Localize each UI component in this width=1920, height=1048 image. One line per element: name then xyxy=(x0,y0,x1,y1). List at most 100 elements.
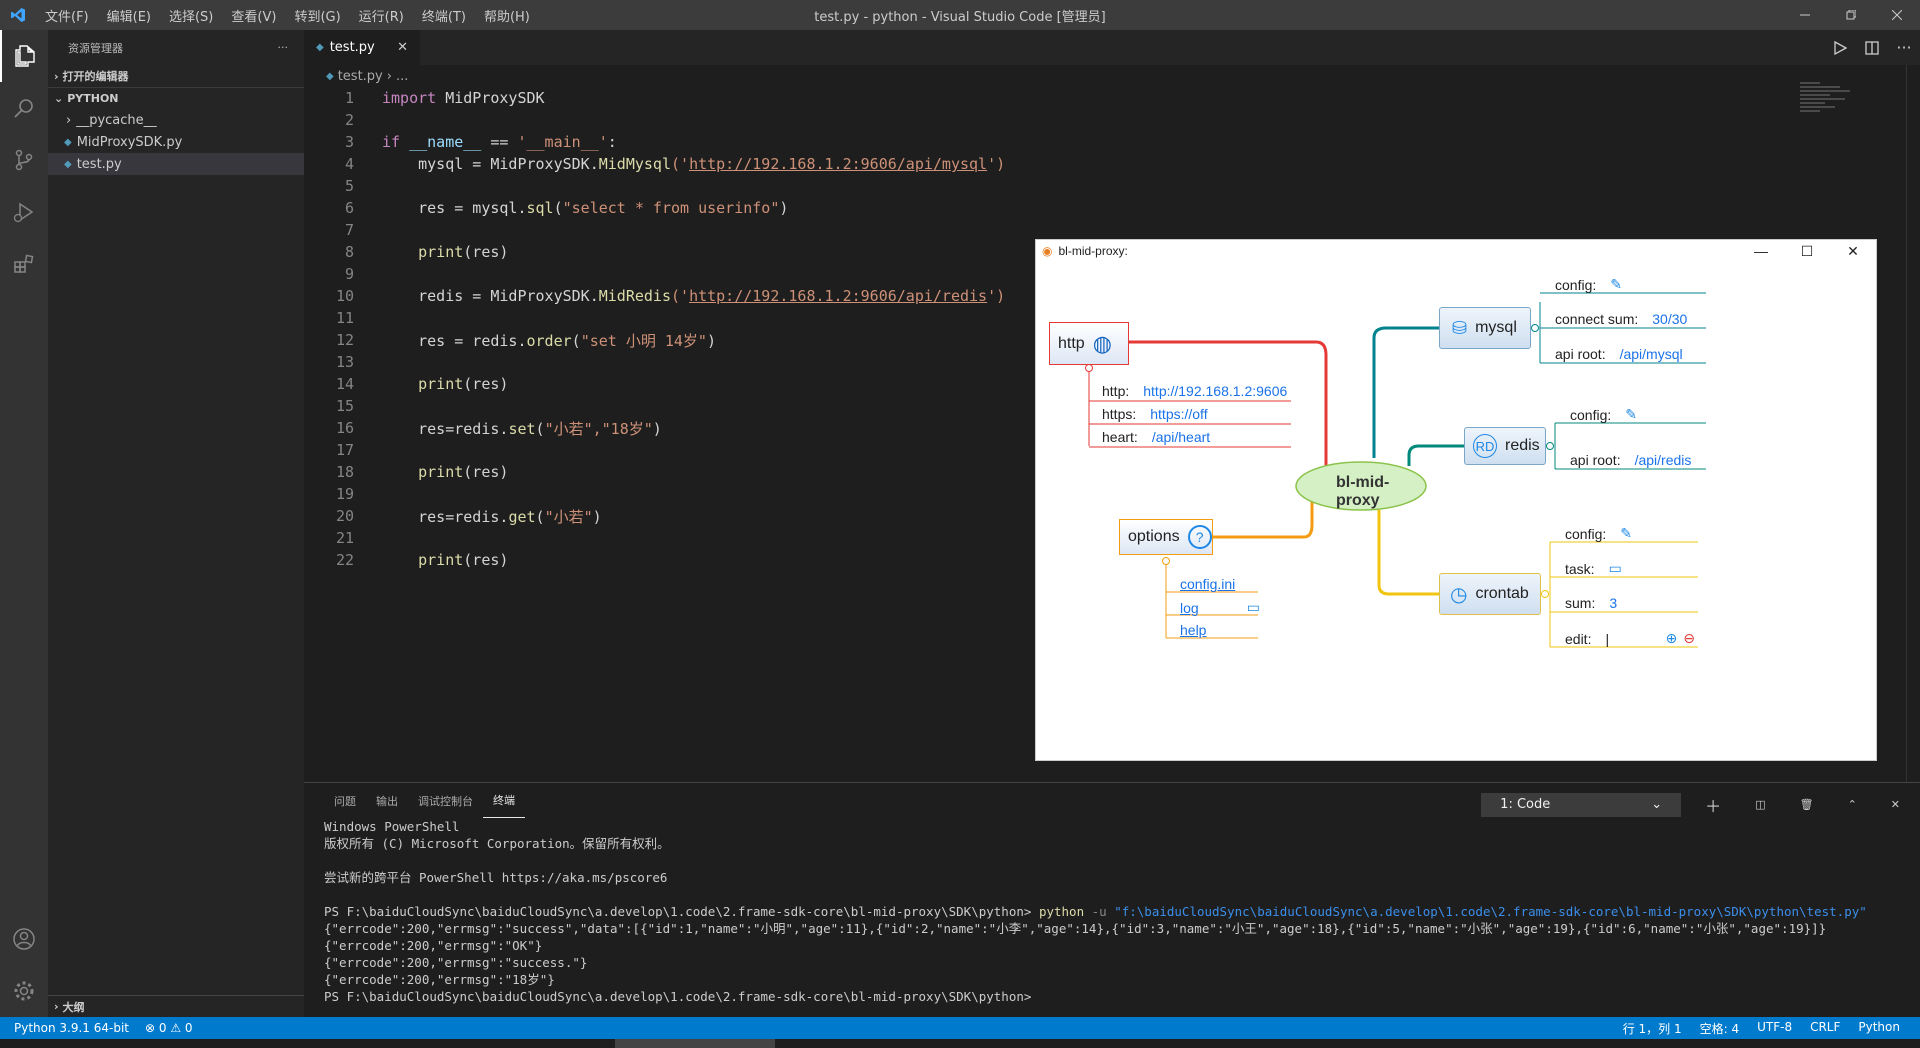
terminal-line: 版权所有 (C) Microsoft Corporation。保留所有权利。 xyxy=(324,836,670,851)
mindmap-minimize-button[interactable]: — xyxy=(1754,243,1768,259)
minimize-button[interactable] xyxy=(1782,0,1828,30)
mindmap-http-item[interactable]: http:http://192.168.1.2:9606 xyxy=(1102,383,1288,399)
chevron-right-icon: › xyxy=(66,112,72,128)
menu-view[interactable]: 查看(V) xyxy=(231,9,277,25)
menu-file[interactable]: 文件(F) xyxy=(45,9,89,25)
tree-item-midproxysdk[interactable]: ◆ MidProxySDK.py xyxy=(48,131,304,153)
more-actions-icon[interactable]: ··· xyxy=(277,41,289,54)
mindmap-crontab-sum[interactable]: sum:3 xyxy=(1565,595,1618,611)
mindmap-redis-config[interactable]: config:✎ xyxy=(1570,406,1637,423)
account-icon[interactable] xyxy=(0,913,48,965)
split-editor-icon[interactable] xyxy=(1856,40,1888,55)
menu-terminal[interactable]: 终端(T) xyxy=(421,9,466,25)
string: "select * from userinfo" xyxy=(562,199,780,217)
mindmap-crontab-node[interactable]: ◷ crontab xyxy=(1439,573,1541,615)
mindmap-redis-node[interactable]: RD redis xyxy=(1464,427,1546,465)
mindmap-mysql-connect[interactable]: connect sum:30/30 xyxy=(1555,311,1688,327)
folder-icon: ▭ xyxy=(1608,560,1622,576)
run-debug-icon[interactable] xyxy=(0,186,48,238)
breadcrumb-more[interactable]: ... xyxy=(395,68,409,84)
line-number: 8 xyxy=(344,243,354,261)
code-line: 22 print(res) xyxy=(304,549,1644,571)
tab-test-py[interactable]: ◆ test.py ✕ xyxy=(304,30,420,65)
search-icon[interactable] xyxy=(0,82,48,134)
tab-terminal[interactable]: 终端 xyxy=(483,783,525,818)
terminal-output[interactable]: Windows PowerShell 版权所有 (C) Microsoft Co… xyxy=(304,818,1920,1005)
add-terminal-icon[interactable]: ＋ xyxy=(1705,796,1722,816)
mindmap-help-link[interactable]: help xyxy=(1180,622,1207,638)
restore-button[interactable] xyxy=(1828,0,1874,30)
language-mode[interactable]: Python xyxy=(1858,1019,1900,1034)
mindmap-heart-item[interactable]: heart:/api/heart xyxy=(1102,429,1211,445)
trash-icon[interactable]: 🗑 xyxy=(1799,798,1814,811)
mindmap-http-node[interactable]: http ◍ xyxy=(1049,322,1129,365)
close-window-button[interactable] xyxy=(1874,0,1920,30)
close-panel-icon[interactable]: ✕ xyxy=(1890,798,1900,811)
mindmap-log-link[interactable]: log▭ xyxy=(1180,599,1260,616)
outline-section[interactable]: › 大纲 xyxy=(48,995,304,1017)
gear-icon[interactable] xyxy=(0,965,48,1017)
tab-output[interactable]: 输出 xyxy=(376,794,398,808)
line-number: 10 xyxy=(335,287,354,305)
tab-debug-console[interactable]: 调试控制台 xyxy=(418,794,473,808)
tree-item-pycache[interactable]: › __pycache__ xyxy=(48,109,304,131)
tab-problems[interactable]: 问题 xyxy=(334,794,356,808)
source-control-icon[interactable] xyxy=(0,134,48,186)
code-line: 6 res = mysql.sql("select * from userinf… xyxy=(304,197,1644,219)
indentation[interactable]: 空格: 4 xyxy=(1699,1021,1740,1036)
code-line: 11 xyxy=(304,307,1644,329)
folder-section[interactable]: ⌄ PYTHON xyxy=(48,87,304,109)
explorer-icon[interactable] xyxy=(0,30,48,82)
extensions-icon[interactable] xyxy=(0,238,48,290)
mindmap-config-ini-link[interactable]: config.ini xyxy=(1180,576,1236,592)
python-file-icon: ◆ xyxy=(64,158,72,170)
code-line: 10 redis = MidProxySDK.MidRedis('http://… xyxy=(304,285,1644,307)
maximize-panel-icon[interactable]: ⌃ xyxy=(1847,798,1857,811)
line-number: 16 xyxy=(335,419,354,437)
tree-item-test[interactable]: ◆ test.py xyxy=(48,153,304,175)
split-terminal-icon[interactable]: ◫ xyxy=(1755,798,1766,811)
line-ending[interactable]: CRLF xyxy=(1810,1019,1841,1034)
url-string: http://192.168.1.2:9606/api/redis xyxy=(689,287,988,305)
mindmap-maximize-button[interactable]: ☐ xyxy=(1800,242,1814,259)
mindmap-crontab-config[interactable]: config:✎ xyxy=(1565,525,1632,542)
mindmap-redis-root[interactable]: api root:/api/redis xyxy=(1570,452,1692,468)
line-number: 15 xyxy=(335,397,354,415)
code-line: 15 xyxy=(304,395,1644,417)
menu-go[interactable]: 转到(G) xyxy=(294,9,341,25)
open-editors-section[interactable]: › 打开的编辑器 xyxy=(48,65,304,87)
close-tab-icon[interactable]: ✕ xyxy=(397,40,408,55)
line-number: 4 xyxy=(344,155,354,173)
menu-run[interactable]: 运行(R) xyxy=(358,9,404,25)
edit-icon: ✎ xyxy=(1620,525,1632,541)
mindmap-mysql-config[interactable]: config:✎ xyxy=(1555,276,1622,293)
terminal-select[interactable]: 1: Code⌄ xyxy=(1481,792,1682,817)
minimap[interactable] xyxy=(1800,80,1860,140)
menu-edit[interactable]: 编辑(E) xyxy=(106,9,151,25)
breadcrumb-file[interactable]: test.py xyxy=(337,68,383,84)
mindmap-titlebar: ◉ bl-mid-proxy: xyxy=(1036,240,1876,262)
menu-selection[interactable]: 选择(S) xyxy=(168,9,214,25)
mindmap-close-button[interactable]: ✕ xyxy=(1847,242,1859,259)
line-number: 6 xyxy=(344,199,354,217)
mindmap-https-item[interactable]: https:https://off xyxy=(1102,406,1208,422)
horizontal-scrollbar[interactable] xyxy=(0,1039,1920,1048)
editor-scrollbar[interactable] xyxy=(1906,65,1920,782)
more-actions-icon[interactable]: ··· xyxy=(1896,38,1912,57)
mindmap-mysql-node[interactable]: ⛁ mysql xyxy=(1439,307,1531,349)
mindmap-options-node[interactable]: options ? xyxy=(1119,519,1213,555)
clock-icon: ◷ xyxy=(1450,583,1468,606)
mindmap-crontab-edit[interactable]: edit:|⊕⊖ xyxy=(1565,630,1695,647)
mindmap-center-node[interactable]: bl-mid-proxy xyxy=(1336,474,1390,509)
mindmap-crontab-task[interactable]: task:▭ xyxy=(1565,560,1622,577)
mindmap-mysql-root[interactable]: api root:/api/mysql xyxy=(1555,346,1683,362)
python-interpreter[interactable]: Python 3.9.1 64-bit xyxy=(14,1021,130,1035)
remove-icon[interactable]: ⊖ xyxy=(1683,630,1695,646)
encoding[interactable]: UTF-8 xyxy=(1757,1019,1793,1034)
cursor-position[interactable]: 行 1，列 1 xyxy=(1622,1021,1682,1036)
menu-help[interactable]: 帮助(H) xyxy=(483,9,530,25)
add-icon[interactable]: ⊕ xyxy=(1665,630,1678,646)
run-file-icon[interactable] xyxy=(1824,40,1856,55)
problems-count[interactable]: ⊗ 0 ⚠ 0 xyxy=(145,1021,193,1035)
